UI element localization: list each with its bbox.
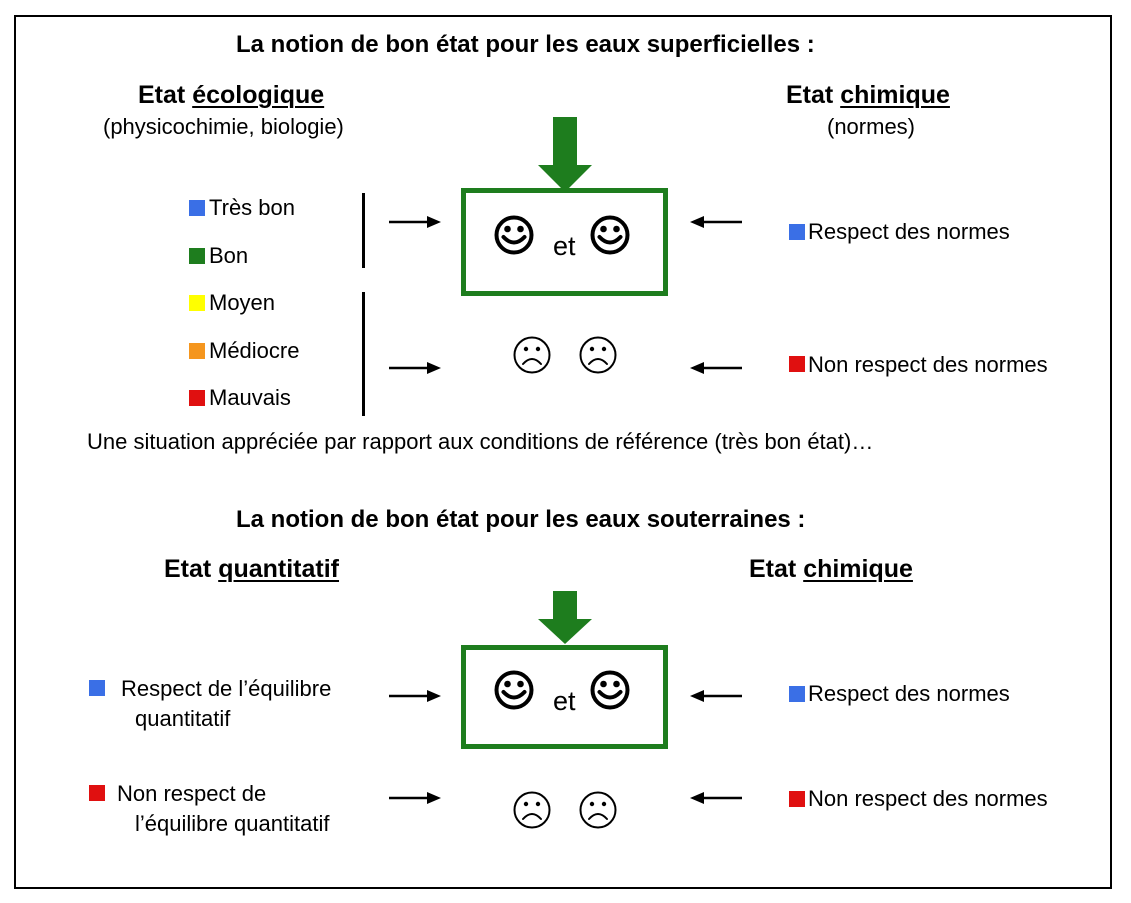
quant-bad-swatch [89, 785, 105, 801]
arrow-right-icon [387, 688, 443, 704]
ground-chem-good-label: Respect des normes [808, 681, 1010, 706]
ground-good-status-box [461, 645, 668, 749]
ground-chem-bad-label: Non respect des normes [808, 786, 1048, 811]
ecological-word: écologique [192, 81, 325, 109]
chem-good-swatch [789, 224, 805, 240]
ecological-prefix: Etat [138, 81, 193, 109]
quant-good-line1: Respect de l’équilibre [121, 676, 332, 701]
quantitative-prefix: Etat [164, 555, 219, 583]
arrow-left-icon [688, 214, 744, 230]
arrow-down-icon [538, 591, 592, 644]
good-status-box [461, 188, 668, 296]
ground-title: La notion de bon état pour les eaux sout… [236, 506, 806, 533]
eco-class-label: Très bon [209, 195, 296, 220]
eco-class-swatch [189, 200, 205, 216]
quant-good-line2: quantitatif [135, 706, 231, 731]
eco-class-swatch [189, 295, 205, 311]
quantitative-heading: Etat quantitatif [164, 557, 339, 582]
quant-bad-line1: Non respect de [117, 781, 267, 806]
good-classes-bracket [362, 193, 365, 268]
chemical-prefix: Etat [786, 81, 841, 109]
connector-et: et [553, 231, 576, 261]
eco-class-label: Bon [209, 243, 249, 268]
chem-bad-swatch [789, 356, 805, 372]
arrow-left-icon [688, 360, 744, 376]
chem-good-label: Respect des normes [808, 219, 1010, 244]
ground-chemical-heading: Etat chimique [749, 557, 913, 582]
smiley-happy-icon [494, 670, 534, 710]
smiley-sad-icon [513, 336, 551, 374]
reference-note: Une situation appréciée par rapport aux … [87, 429, 874, 454]
ground-chem-good-swatch [789, 686, 805, 702]
smiley-sad-icon [579, 336, 617, 374]
eco-class-label: Mauvais [209, 385, 291, 410]
eco-class-swatch [189, 390, 205, 406]
quantitative-word: quantitatif [218, 555, 340, 583]
ground-chemical-prefix: Etat [749, 555, 804, 583]
surface-title: La notion de bon état pour les eaux supe… [236, 31, 815, 58]
ecological-subtitle: (physicochimie, biologie) [103, 114, 344, 139]
smiley-sad-icon [513, 791, 551, 829]
quant-good-swatch [89, 680, 105, 696]
ground-chem-bad-swatch [789, 791, 805, 807]
chemical-heading: Etat chimique [786, 83, 950, 108]
smiley-happy-icon [494, 215, 534, 255]
arrow-right-icon [387, 360, 443, 376]
ecological-heading: Etat écologique [138, 83, 324, 108]
eco-class-label: Moyen [209, 290, 276, 315]
smiley-happy-icon [590, 670, 630, 710]
eco-class-swatch [189, 248, 205, 264]
quant-bad-line2: l’équilibre quantitatif [135, 811, 330, 836]
smiley-happy-icon [590, 215, 630, 255]
eco-class-label: Médiocre [209, 338, 300, 363]
bad-classes-bracket [362, 292, 365, 416]
ground-chemical-word: chimique [803, 555, 913, 583]
chem-bad-label: Non respect des normes [808, 352, 1048, 377]
arrow-left-icon [688, 688, 744, 704]
ground-connector-et: et [553, 686, 576, 716]
diagram-frame [14, 15, 1112, 889]
eco-class-swatch [189, 343, 205, 359]
arrow-left-icon [688, 790, 744, 806]
chemical-word: chimique [840, 81, 950, 109]
arrow-right-icon [387, 790, 443, 806]
chemical-subtitle: (normes) [827, 114, 916, 139]
arrow-right-icon [387, 214, 443, 230]
arrow-down-icon [538, 117, 592, 192]
smiley-sad-icon [579, 791, 617, 829]
